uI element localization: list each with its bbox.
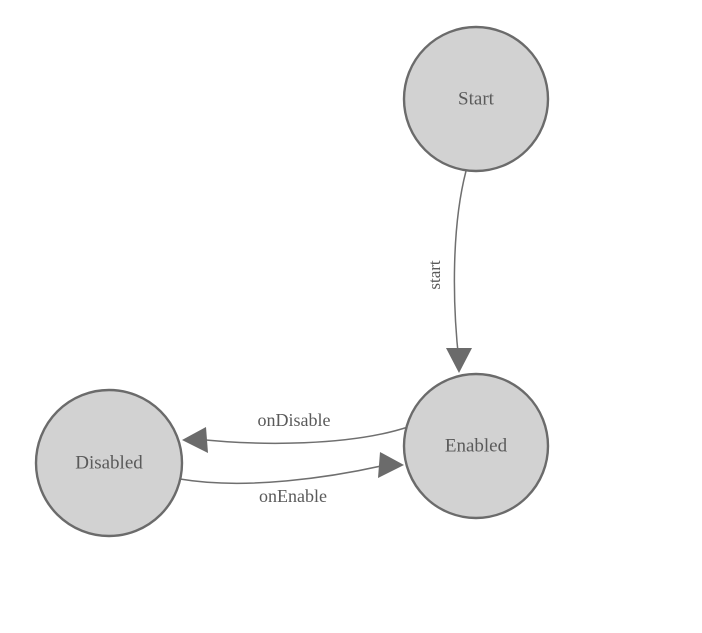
state-node-disabled-label: Disabled xyxy=(75,452,143,473)
state-node-disabled[interactable]: Disabled xyxy=(34,388,184,538)
edge-start-to-enabled[interactable]: start xyxy=(425,170,472,373)
edge-label-start: start xyxy=(425,260,444,290)
state-node-enabled-label: Enabled xyxy=(445,435,508,456)
state-node-disabled-circle[interactable] xyxy=(34,388,184,538)
edge-path-enabled-to-disabled[interactable] xyxy=(195,426,409,445)
edge-enabled-to-disabled[interactable]: onDisable xyxy=(182,410,409,453)
state-node-start-label: Start xyxy=(458,88,495,109)
arrowhead-icon-disabled-to-enabled xyxy=(378,452,404,478)
arrowhead-icon-enabled-to-disabled xyxy=(182,427,208,453)
state-node-enabled-circle[interactable] xyxy=(402,372,550,520)
state-node-enabled[interactable]: Enabled xyxy=(402,372,550,520)
edge-label-onenable: onEnable xyxy=(259,486,327,506)
state-node-start-circle[interactable] xyxy=(402,25,550,173)
edge-label-ondisable: onDisable xyxy=(258,410,331,430)
arrowhead-icon-start-to-enabled xyxy=(446,348,472,373)
edge-path-disabled-to-enabled[interactable] xyxy=(179,463,391,485)
edge-path-start-to-enabled[interactable] xyxy=(453,170,467,363)
edge-disabled-to-enabled[interactable]: onEnable xyxy=(179,452,404,506)
state-node-start[interactable]: Start xyxy=(402,25,550,173)
